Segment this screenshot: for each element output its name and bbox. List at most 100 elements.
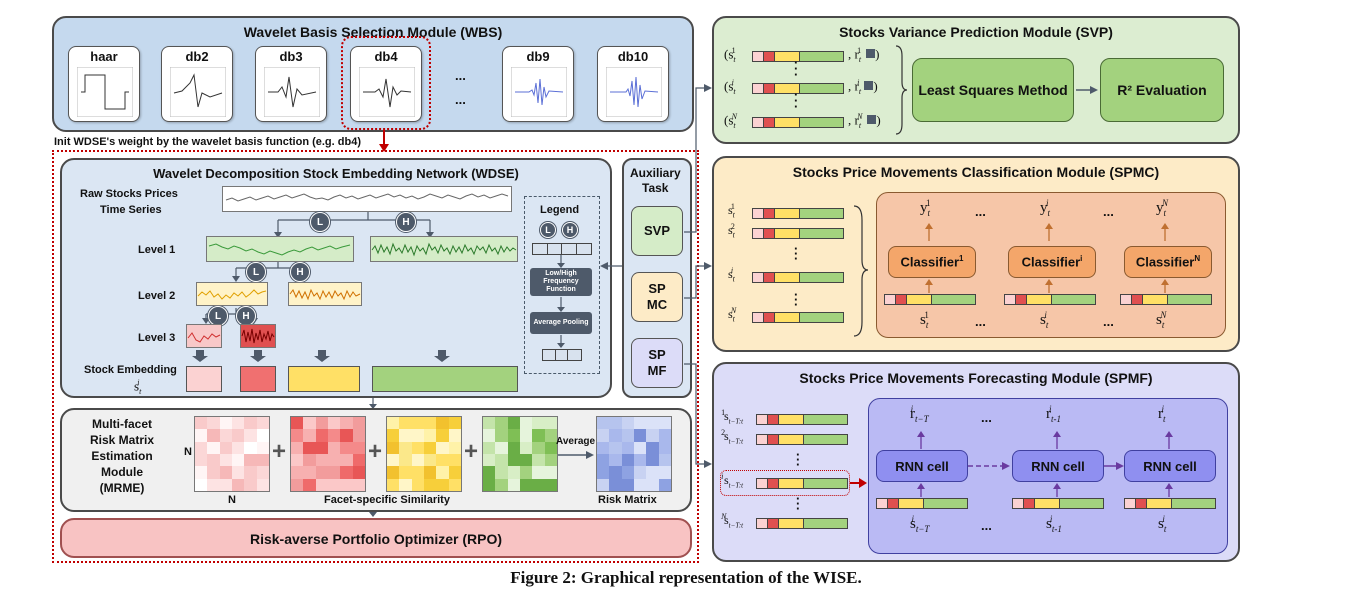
matrix-cell — [448, 453, 461, 467]
wavelet-card-db9[interactable]: db9 — [502, 46, 574, 122]
spmf-input-arrow-icon — [850, 478, 867, 488]
level1-high-node: H — [396, 212, 416, 232]
least-squares-button[interactable]: Least Squares Method — [912, 58, 1074, 122]
matrix-cell — [609, 466, 622, 479]
spmc-up-arrow-icon — [1045, 223, 1053, 241]
matrix-cell — [256, 453, 269, 467]
embedding-bar — [1004, 294, 1096, 305]
matrix-cell — [231, 429, 245, 442]
rnn-cell-button[interactable]: RNN cell — [1124, 450, 1216, 482]
embedding-bar — [752, 272, 844, 283]
aux-svp-button[interactable]: SVP — [631, 206, 683, 256]
pooling-arrows — [192, 350, 450, 362]
matrix-cell — [244, 441, 257, 454]
wavelet-card-haar[interactable]: haar — [68, 46, 140, 122]
matrix-cell — [483, 453, 496, 467]
matrix-cell — [315, 441, 328, 454]
wavelet-card-db4[interactable]: db4 — [350, 46, 422, 122]
spmf-input-label: sti — [1158, 514, 1167, 534]
wavelet-card-db2[interactable]: db2 — [161, 46, 233, 122]
matrix-cell — [352, 429, 365, 442]
matrix-cell — [609, 429, 622, 442]
level3-low-node: L — [208, 306, 228, 326]
matrix-cell — [609, 453, 622, 467]
spmc-ellipsis: ... — [1103, 314, 1114, 329]
matrix-cell — [195, 466, 208, 479]
spmc-input-label: st1 — [920, 310, 929, 330]
level2-high-node: H — [290, 262, 310, 282]
matrix-cell — [436, 429, 449, 442]
svp-vertical-dots: ··· — [794, 87, 799, 114]
plus-icon: + — [368, 438, 383, 465]
spmc-ellipsis: ... — [975, 204, 986, 219]
rnn-cell-button[interactable]: RNN cell — [1012, 450, 1104, 482]
raw-series-label-line1: Raw Stocks Prices — [80, 188, 178, 200]
matrix-cell — [244, 417, 257, 430]
matrix-cell — [519, 478, 533, 491]
classifier-button[interactable]: Classifieri — [1008, 246, 1096, 278]
aux-spmf-line2: MF — [647, 363, 667, 378]
matrix-cell — [340, 466, 353, 479]
matrix-cell — [532, 441, 545, 454]
spmc-up-arrow-icon — [1045, 279, 1053, 293]
matrix-cell — [436, 478, 449, 491]
matrix-cell — [231, 441, 245, 454]
matrix-cell — [597, 441, 610, 454]
spmf-row-symbol: st−T:ti — [721, 472, 744, 490]
matrix-cell — [609, 417, 622, 430]
embedding-bar — [752, 312, 844, 323]
matrix-cell — [633, 417, 647, 430]
embedding-segment-level1-high — [372, 366, 518, 392]
classifier-button[interactable]: ClassifierN — [1124, 246, 1212, 278]
matrix-cell — [597, 466, 610, 479]
matrix-cell — [315, 429, 328, 442]
matrix-cell — [483, 417, 496, 430]
matrix-cell — [207, 417, 220, 430]
spmf-up-arrow-icon — [1165, 483, 1173, 497]
wavelet-label: haar — [90, 49, 118, 64]
matrix-cell — [327, 453, 341, 467]
classifier-button[interactable]: Classifier1 — [888, 246, 976, 278]
matrix-cell — [646, 441, 659, 454]
legend-title: Legend — [540, 204, 580, 216]
level2-label: Level 2 — [138, 290, 176, 302]
plus-icon: + — [464, 438, 479, 465]
matrix-cell — [633, 429, 647, 442]
wavelet-card-db3[interactable]: db3 — [255, 46, 327, 122]
matrix-cell — [495, 417, 508, 430]
average-label: Average — [556, 436, 596, 447]
matrix-cell — [633, 441, 647, 454]
matrix-cell — [436, 466, 449, 479]
r2-evaluation-button[interactable]: R² Evaluation — [1100, 58, 1224, 122]
stock-embedding-label: Stock Embedding — [84, 364, 177, 376]
matrix-cell — [544, 478, 557, 491]
svp-return-n: , rtN) — [848, 112, 881, 130]
wavelet-card-db10[interactable]: db10 — [597, 46, 669, 122]
matrix-cell — [519, 441, 533, 454]
raw-series-plot — [222, 186, 512, 212]
matrix-cell — [411, 466, 424, 479]
aux-title-line1: Auxiliary — [630, 166, 681, 180]
matrix-cell — [327, 441, 341, 454]
matrix-cell — [544, 429, 557, 442]
spmf-output-label: rt-1i — [1046, 404, 1061, 424]
spmf-ellipsis: ... — [981, 518, 992, 533]
matrix-cell — [315, 417, 328, 430]
rpo-panel[interactable]: Risk-averse Portfolio Optimizer (RPO) — [60, 518, 692, 558]
legend-average-pooling: Average Pooling — [530, 312, 592, 334]
spmc-row-symbol: stN — [728, 306, 737, 324]
svp-brace-icon — [895, 45, 908, 135]
level1-high-plot — [370, 236, 518, 262]
spmf-input-label: st-1i — [1046, 514, 1062, 534]
matrix-cell — [532, 417, 545, 430]
matrix-cell — [411, 478, 424, 491]
wavelet-label: db4 — [374, 49, 398, 64]
matrix-cell — [483, 478, 496, 491]
matrix-cell — [519, 429, 533, 442]
rnn-cell-button[interactable]: RNN cell — [876, 450, 968, 482]
least-squares-label: Least Squares Method — [918, 81, 1068, 98]
spmc-row-symbol: st2 — [728, 222, 735, 240]
